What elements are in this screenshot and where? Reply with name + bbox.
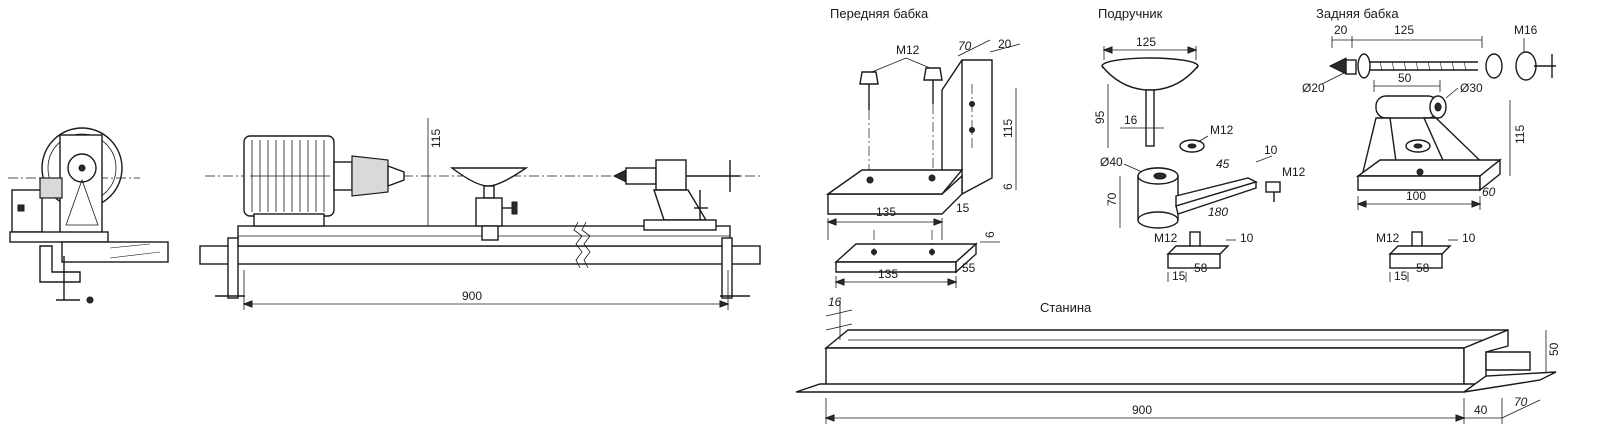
assembly-length-dim: 900 [462,289,482,303]
tool-rest-height-dim: 95 [1093,110,1107,124]
tailstock-height-dim: 115 [1513,125,1527,144]
tool-rest-body-dim: 70 [1105,192,1119,206]
tailstock-sleeve-dia-dim: Ø30 [1460,81,1483,95]
tailstock-depth-dim: 60 [1482,185,1496,199]
tool-rest-arm-dim: 180 [1208,205,1228,219]
tailstock-tip-dim: 20 [1334,23,1348,37]
tool-rest-top-dim: 125 [1136,35,1156,49]
headstock-part: Передняя бабка M12 70 20 115 6 [825,6,1021,240]
headstock-clamp-thickness-dim: 6 [983,231,997,238]
tailstock-thread-label: M16 [1514,23,1538,37]
bed-width-dim: 70 [1514,395,1528,409]
assembly-view: 115 900 [199,118,761,310]
tailstock-clamp-b-dim: 58 [1416,261,1430,275]
bed-height-dim: 50 [1547,342,1561,356]
tool-rest-clamp-a-dim: 15 [1172,269,1186,283]
headstock-height-dim: 115 [1001,119,1015,138]
tool-rest-bolt-top: M12 [1210,123,1234,137]
headstock-thickness-dim: 20 [998,37,1012,51]
bed-part: Станина 16 50 900 40 70 [795,295,1561,424]
headstock-flange-dim: 15 [956,201,970,215]
tailstock-title: Задняя бабка [1316,6,1399,21]
tailstock-base-dim: 100 [1406,189,1426,203]
headstock-bolt-label: M12 [896,43,920,57]
tailstock-part: Задняя бабка 20 125 M16 Ø20 [1302,6,1556,283]
tailstock-sleeve-dim: 50 [1398,71,1412,85]
tool-rest-diameter-dim: Ø40 [1100,155,1123,169]
tool-rest-clamp-b-dim: 58 [1194,261,1208,275]
tool-rest-clamp-thickness-dim: 10 [1240,231,1254,245]
bed-title: Станина [1040,300,1092,315]
tool-rest-bolt-side: M12 [1282,165,1306,179]
tool-rest-part: Подручник 125 95 16 M12 Ø40 45 10 M12 [1093,6,1306,283]
headstock-title: Передняя бабка [830,6,929,21]
assembly-height-dim: 115 [429,129,443,148]
headstock-small-dim: 6 [1001,183,1015,190]
tailstock-bolt-label: M12 [1376,231,1400,245]
tool-rest-title: Подручник [1098,6,1163,21]
tailstock-clamp-a-dim: 15 [1394,269,1408,283]
headstock-clamp-length-dim: 135 [878,267,898,281]
headstock-length-dim: 135 [876,205,896,219]
headstock-width-dim: 70 [958,39,972,53]
tailstock-screw-dim: 125 [1394,23,1414,37]
end-view [8,127,169,304]
tool-rest-angle-thickness-dim: 10 [1264,143,1278,157]
headstock-clamp-width-dim: 55 [962,261,976,275]
tailstock-center-dim: Ø20 [1302,81,1325,95]
headstock-clamp: 135 55 6 [834,230,1000,288]
bed-length-dim: 900 [1132,403,1152,417]
tailstock-clamp-thickness-dim: 10 [1462,231,1476,245]
tool-rest-stem-dim: 16 [1124,113,1138,127]
bed-gap-dim: 40 [1474,403,1488,417]
bed-thickness-dim: 16 [828,295,842,309]
tool-rest-bolt-bottom: M12 [1154,231,1178,245]
tool-rest-angle-width-dim: 45 [1216,157,1230,171]
